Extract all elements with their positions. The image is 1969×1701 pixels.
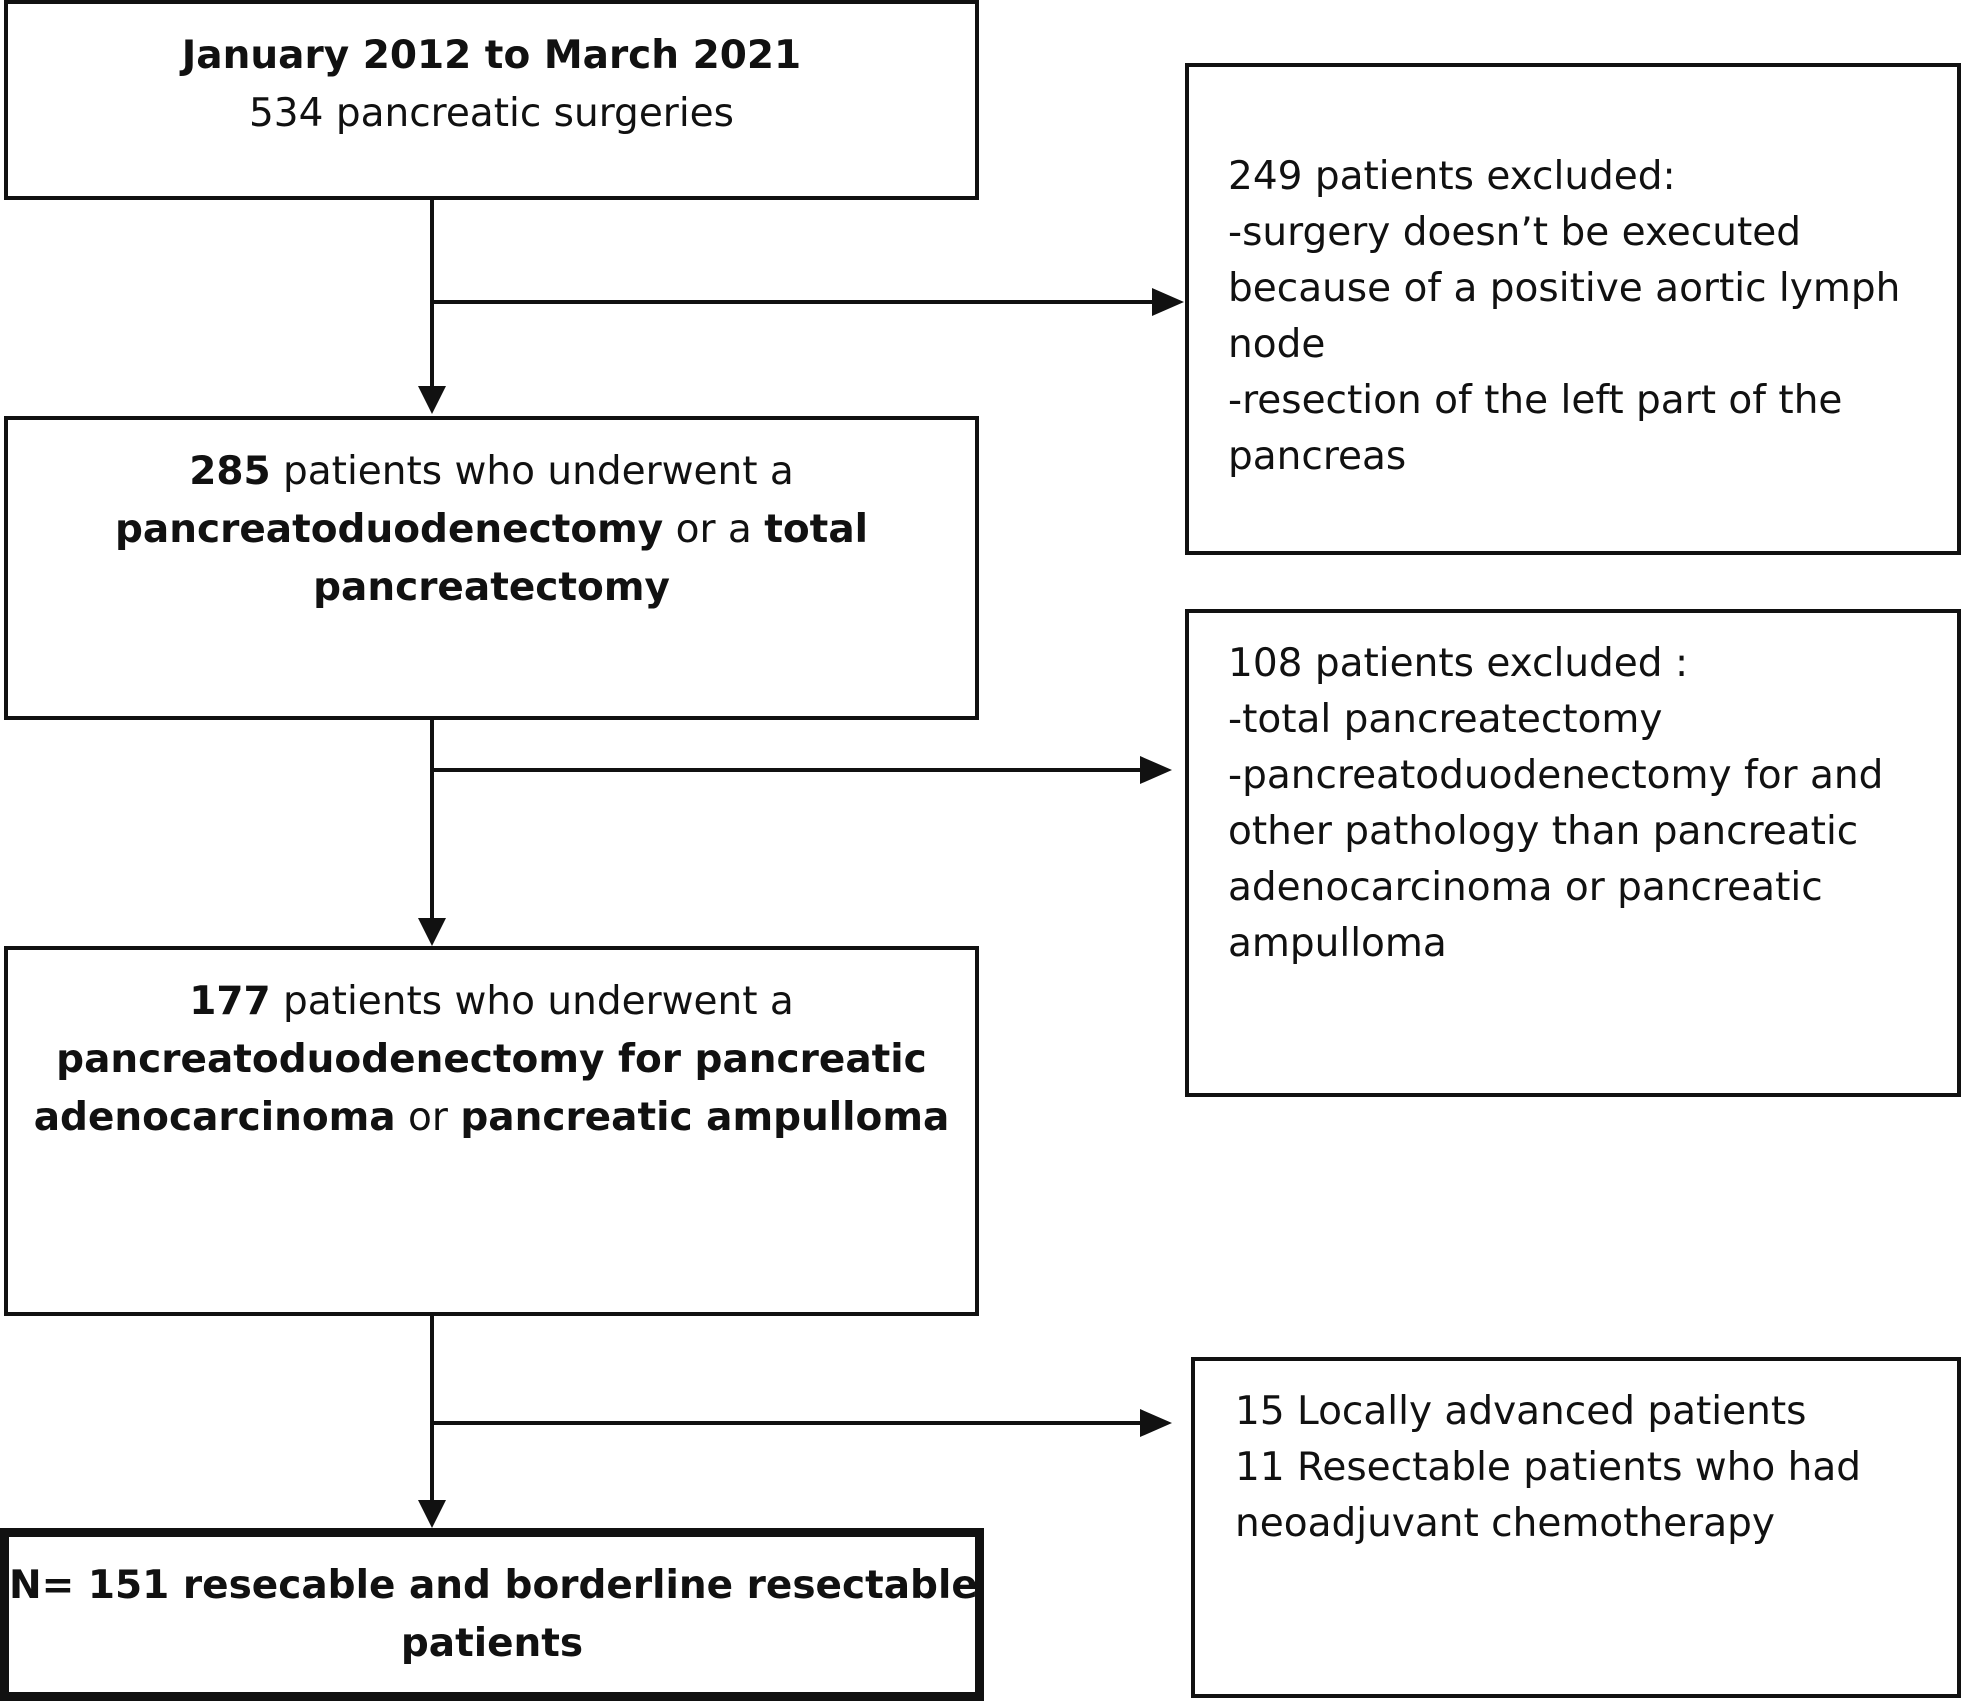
exclusion-1-line: node [1228, 322, 1326, 367]
exclusion-2-line: other pathology than pancreatic [1228, 809, 1859, 854]
arrowhead-final [418, 1500, 446, 1528]
exclusion-2-line: -total pancreatectomy [1228, 697, 1663, 742]
start-surgeries-count: 534 pancreatic surgeries [248, 91, 734, 136]
arrowhead-exclusion-3 [1140, 1409, 1172, 1437]
final-line-2: patients [400, 1621, 584, 1666]
exclusion-box-3: 15 Locally advanced patients 11 Resectab… [1191, 1357, 1961, 1698]
start-box: January 2012 to March 2021 534 pancreati… [4, 0, 979, 200]
step2-box: 285 patients who underwent a pancreatodu… [4, 416, 979, 720]
exclusion-box-2: 108 patients excluded : -total pancreate… [1185, 609, 1961, 1097]
arrowhead-exclusion-2 [1140, 756, 1172, 784]
exclusion-3-line: neoadjuvant chemotherapy [1235, 1501, 1775, 1546]
step3-box: 177 patients who underwent a pancreatodu… [4, 946, 979, 1316]
step3-line-3: adenocarcinoma or pancreatic ampulloma [33, 1095, 950, 1140]
exclusion-1-line: -resection of the left part of the [1228, 378, 1843, 423]
step2-line-2: pancreatoduodenectomy or a total [115, 507, 868, 552]
start-date-range: January 2012 to March 2021 [181, 33, 802, 78]
step3-line-2: pancreatoduodenectomy for pancreatic [56, 1037, 927, 1082]
exclusion-1-line: 249 patients excluded: [1228, 154, 1676, 199]
exclusion-3-line: 11 Resectable patients who had [1235, 1445, 1862, 1490]
final-line-1: N= 151 resecable and borderline resectab… [9, 1563, 978, 1608]
final-box: N= 151 resecable and borderline resectab… [0, 1528, 984, 1701]
step2-line-3: pancreatectomy [313, 565, 670, 610]
exclusion-1-line: pancreas [1228, 434, 1407, 479]
exclusion-box-1: 249 patients excluded: -surgery doesn’t … [1185, 63, 1961, 555]
exclusion-1-line: -surgery doesn’t be executed [1228, 210, 1801, 255]
exclusion-2-line: 108 patients excluded : [1228, 641, 1689, 686]
exclusion-2-line: -pancreatoduodenectomy for and [1228, 753, 1884, 798]
exclusion-3-line: 15 Locally advanced patients [1235, 1389, 1807, 1434]
exclusion-1-line: because of a positive aortic lymph [1228, 266, 1901, 311]
arrowhead-exclusion-1 [1152, 288, 1184, 316]
arrowhead-step3 [418, 918, 446, 946]
exclusion-2-line: ampulloma [1228, 921, 1447, 966]
step2-line-1: 285 patients who underwent a [189, 449, 794, 494]
exclusion-2-line: adenocarcinoma or pancreatic [1228, 865, 1823, 910]
step3-line-1: 177 patients who underwent a [189, 979, 794, 1024]
arrowhead-step2 [418, 386, 446, 414]
